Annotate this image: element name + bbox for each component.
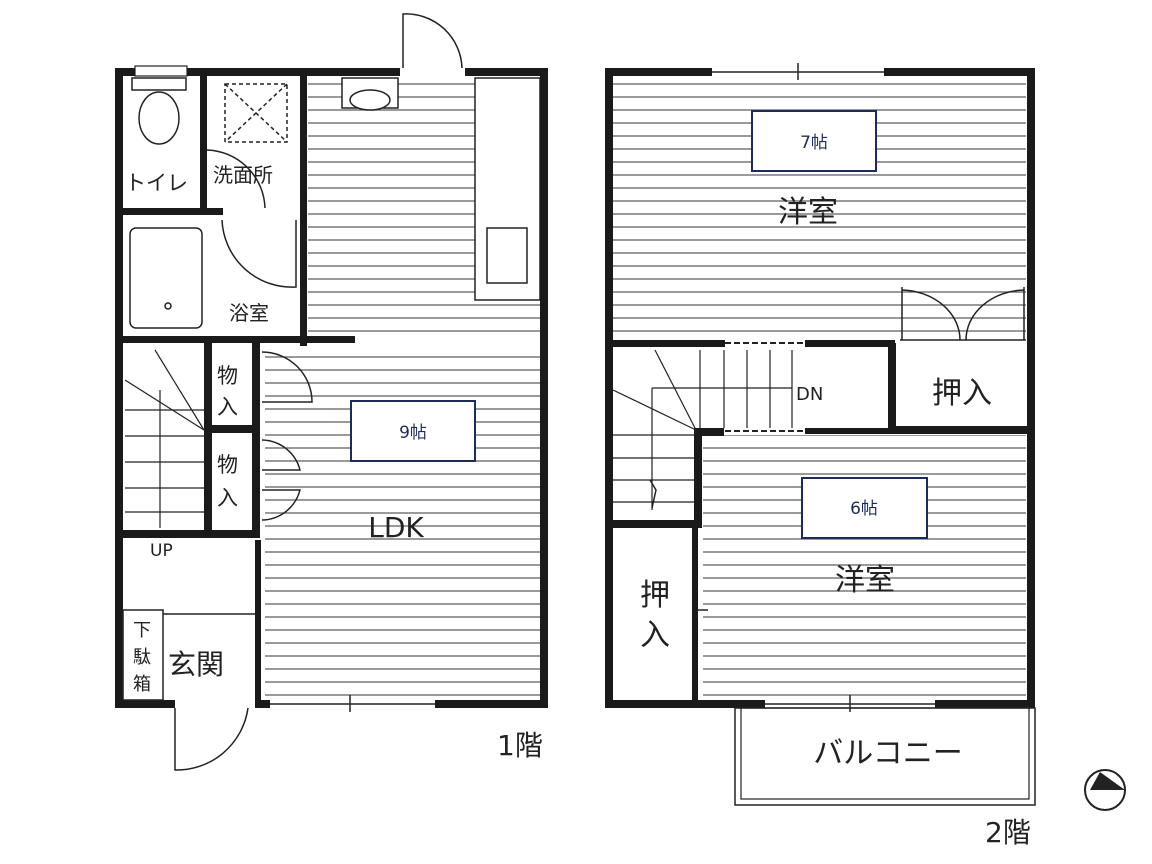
washroom-label: 洗面所 — [213, 163, 273, 187]
tatami-size-box — [350, 400, 476, 462]
storage-label: 入 — [217, 395, 238, 419]
tatami-size-box — [801, 477, 928, 539]
floor-1-plan: トイレ 洗面所 浴室 物 入 物 入 9帖 LDK UP 下 駄 箱 玄関 1階 — [115, 13, 548, 771]
storage-label: 入 — [217, 486, 238, 510]
tatami-size-box — [751, 110, 877, 172]
north-arrow-icon — [1084, 769, 1126, 811]
entrance-door[interactable] — [174, 707, 249, 771]
shoe-box-label: 下 — [133, 620, 151, 641]
floor-1-label: 1階 — [497, 729, 543, 762]
closet-left-label: 押 — [640, 578, 670, 613]
ldk-label: LDK — [368, 511, 424, 544]
toilet-label: トイレ — [125, 171, 188, 195]
closet-left-label: 入 — [640, 618, 670, 653]
ldk-size-label: 9帖 — [399, 423, 427, 443]
stairs-1f — [124, 349, 205, 528]
western-room-b-size-label: 6帖 — [850, 499, 878, 519]
bathroom-label: 浴室 — [229, 301, 269, 325]
sink — [486, 227, 528, 284]
stairs-2f — [612, 349, 793, 510]
stairs-up-label: UP — [150, 541, 173, 561]
balcony-label: バルコニー — [813, 736, 962, 771]
floor-2-plan: 7帖 洋室 DN 押入 6帖 洋室 押 入 バルコニー 2階 — [605, 63, 1036, 849]
western-room-b-label: 洋室 — [835, 563, 895, 598]
western-room-a-size-label: 7帖 — [800, 133, 828, 153]
stairs-down-label: DN — [796, 384, 823, 405]
storage-label: 物 — [217, 453, 238, 477]
storage-label: 物 — [217, 364, 238, 388]
entrance-label: 玄関 — [168, 648, 224, 681]
closet-right-label: 押入 — [932, 376, 992, 411]
western-room-a-label: 洋室 — [778, 195, 838, 230]
kitchen-door[interactable] — [402, 13, 463, 69]
shoe-box-label: 駄 — [133, 647, 151, 668]
shoe-box-label: 箱 — [133, 674, 151, 695]
floor-2-label: 2階 — [985, 816, 1031, 849]
